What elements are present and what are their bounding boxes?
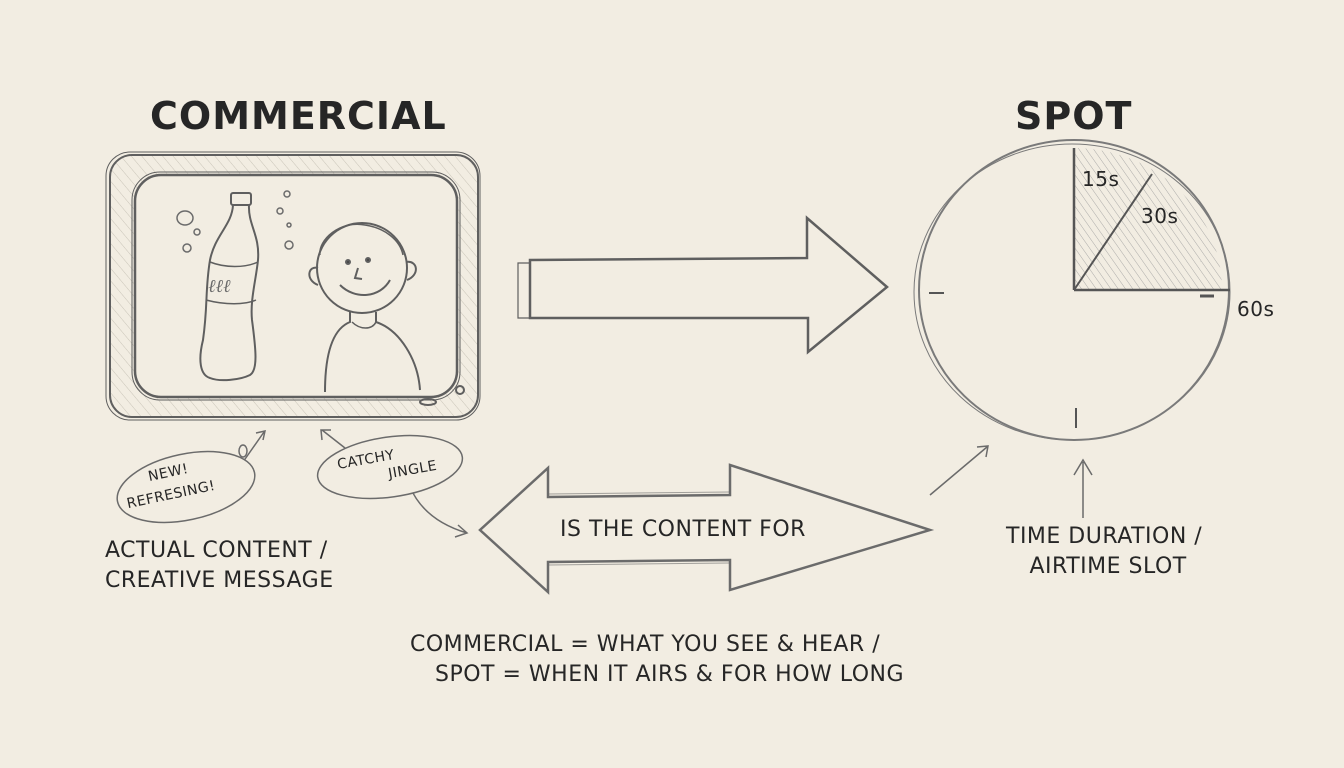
double-arrow-icon: [478, 463, 935, 595]
clock-label-30s: 30s: [1141, 204, 1179, 228]
summary-line1: COMMERCIAL = WHAT YOU SEE & HEAR /: [410, 632, 881, 657]
svg-text:ℓℓℓ: ℓℓℓ: [208, 276, 231, 297]
spot-caption-line1: TIME DURATION /: [1006, 524, 1203, 549]
spot-title: SPOT: [1015, 94, 1133, 138]
spot-caption-line2: AIRTIME SLOT: [1029, 554, 1187, 579]
speech-bubble-new: [116, 444, 256, 524]
summary-line2: SPOT = WHEN IT AIRS & FOR HOW LONG: [435, 662, 905, 687]
clock-label-60s: 60s: [1237, 297, 1275, 321]
commercial-caption: ACTUAL CONTENT / CREATIVE MESSAGE: [105, 536, 334, 596]
commercial-caption-line1: ACTUAL CONTENT /: [105, 538, 328, 563]
commercial-caption-line2: CREATIVE MESSAGE: [105, 568, 334, 593]
right-arrow-icon: [517, 215, 889, 355]
clock-icon: [913, 139, 1231, 441]
speech-bubble-jingle: [316, 434, 464, 500]
bubbles-icon: [176, 190, 294, 253]
tv-icon: [105, 151, 481, 421]
relation-label: IS THE CONTENT FOR: [560, 517, 806, 542]
spot-caption: TIME DURATION / AIRTIME SLOT: [1006, 522, 1202, 582]
soda-bottle-icon: ℓℓℓ: [199, 192, 260, 382]
commercial-title: COMMERCIAL: [150, 94, 447, 138]
summary-text: COMMERCIAL = WHAT YOU SEE & HEAR / SPOT …: [410, 630, 904, 690]
clock-label-15s: 15s: [1082, 167, 1120, 191]
smiling-boy-icon: [308, 222, 421, 393]
